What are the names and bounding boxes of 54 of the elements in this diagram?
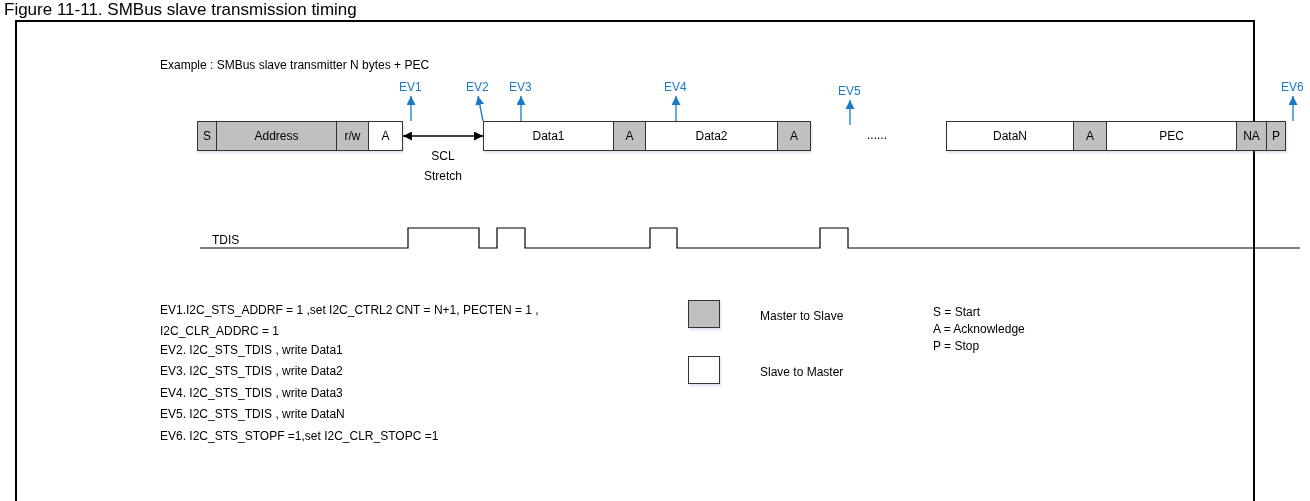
event-label: EV3 [509, 80, 532, 94]
note-text: EV6. I2C_STS_STOPF =1,set I2C_CLR_STOPC =1 [160, 429, 439, 444]
frame-field [777, 121, 811, 151]
event-label: EV1 [399, 80, 422, 94]
field-label: S [203, 129, 211, 143]
frame-field [1106, 121, 1237, 151]
double-arrow [402, 131, 484, 141]
arrow [406, 95, 416, 122]
field-label: A [1086, 129, 1094, 143]
figure-title: Figure 11-11. SMBus slave transmission timing [4, 0, 357, 19]
frame-field [946, 121, 1074, 151]
frame-field [368, 121, 403, 151]
legend-text: Master to Slave [760, 309, 844, 324]
note-text: EV1.I2C_STS_ADDRF = 1 ,set I2C_CTRL2 CNT = N+1, PECTEN = 1 , I2C_CLR_ADDRC = 1 [160, 302, 540, 340]
legend-text: Slave to Master [760, 365, 844, 380]
field-label: r/w [344, 129, 361, 143]
event-label: EV4 [664, 80, 687, 94]
frame-field [197, 121, 217, 151]
frame-field [645, 121, 778, 151]
field-label: A [625, 129, 634, 143]
field-label: Data1 [532, 129, 565, 143]
arrow [475, 95, 485, 122]
field-label: NA [1243, 129, 1260, 143]
field-label: DataN [993, 129, 1027, 143]
frame-field [1266, 121, 1286, 151]
field-label: Data2 [695, 129, 728, 143]
frame-field [1073, 121, 1107, 151]
field-label: A [381, 129, 390, 143]
note-text: EV4. I2C_STS_TDIS , write Data3 [160, 386, 343, 401]
field-label: P [1272, 129, 1280, 143]
note-text: EV5. I2C_STS_TDIS , write DataN [160, 407, 345, 422]
note-text: S = Start [933, 306, 981, 320]
frame-field [216, 121, 337, 151]
frame-field [483, 121, 614, 151]
note-text: Example : SMBus slave transmitter N bytes + PEC [160, 58, 430, 73]
frame-field [613, 121, 646, 151]
event-label: EV5 [838, 84, 861, 98]
arrow [516, 95, 526, 122]
note-text: ...... [867, 128, 887, 143]
note-text: EV2. I2C_STS_TDIS , write Data1 [160, 343, 343, 358]
event-label: EV6 [1281, 80, 1304, 94]
note-text: P = Stop [933, 340, 980, 354]
note-text: A = Acknowledge [933, 323, 1025, 337]
frame-field [336, 121, 369, 151]
frame-field [1236, 121, 1267, 151]
arrow [1288, 95, 1298, 122]
note-text: TDIS [212, 233, 240, 248]
arrow [845, 99, 855, 126]
arrow [671, 95, 681, 122]
event-label: EV2 [466, 80, 489, 94]
field-label: A [790, 129, 798, 143]
field-label: PEC [1159, 129, 1184, 143]
field-label: Address [254, 129, 299, 143]
note-text: EV3. I2C_STS_TDIS , write Data2 [160, 364, 343, 379]
